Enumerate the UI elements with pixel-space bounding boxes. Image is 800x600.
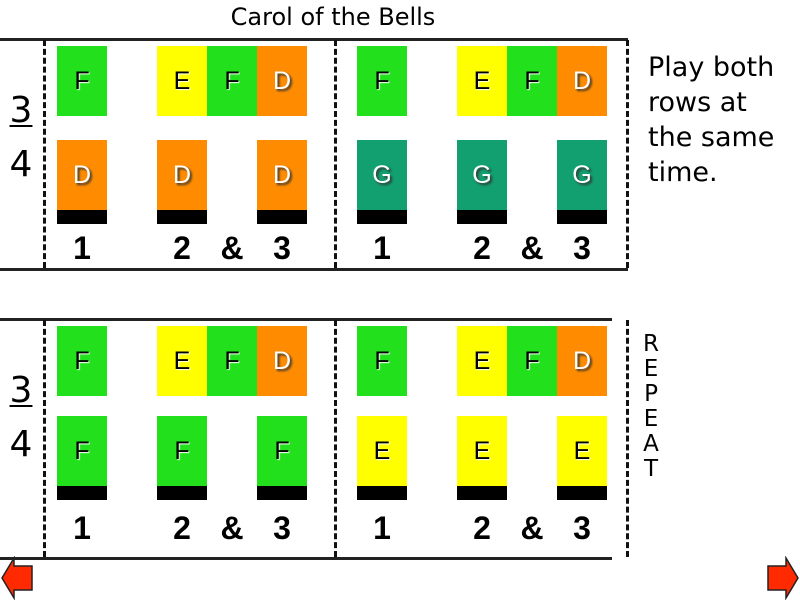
beat-bar — [257, 210, 307, 224]
beat-count: 1 — [373, 230, 391, 266]
beat-count: 1 — [373, 510, 391, 546]
note-block-E: E — [557, 416, 607, 486]
note-block-F: F — [207, 326, 257, 396]
note-block-D: D — [557, 326, 607, 396]
note-block-D: D — [157, 140, 207, 210]
beat-bar — [557, 210, 607, 224]
next-arrow-icon[interactable] — [764, 556, 800, 600]
note-block-E: E — [457, 416, 507, 486]
measure-divider — [334, 320, 337, 557]
note-block-E: E — [157, 326, 207, 396]
repeat-letter: E — [643, 406, 659, 432]
beat-count: 3 — [273, 230, 291, 266]
beat-count: 2 — [173, 510, 191, 546]
beat-bar — [157, 210, 207, 224]
repeat-letter: T — [643, 456, 659, 482]
beat-bar — [57, 486, 107, 500]
staff-bottom-line — [0, 268, 628, 271]
note-block-F: F — [207, 46, 257, 116]
note-block-G: G — [457, 140, 507, 210]
beat-count: 3 — [573, 510, 591, 546]
beat-bar — [457, 486, 507, 500]
instructions-text: Play both rows at the same time. — [648, 52, 775, 188]
note-block-F: F — [357, 46, 407, 116]
measure-divider — [334, 40, 337, 268]
note-block-F: F — [507, 46, 557, 116]
beat-count: 2 — [473, 510, 491, 546]
note-block-G: G — [557, 140, 607, 210]
measure-divider — [626, 40, 629, 268]
note-block-F: F — [57, 416, 107, 486]
staff-top-line — [0, 38, 628, 41]
note-block-F: F — [157, 416, 207, 486]
beat-count: 3 — [273, 510, 291, 546]
note-block-D: D — [557, 46, 607, 116]
beat-count: & — [520, 510, 544, 546]
measure-divider — [43, 40, 46, 268]
staff-bottom-line — [0, 557, 612, 560]
time-signature-top: 3 — [9, 370, 33, 411]
beat-count: & — [520, 230, 544, 266]
beat-bar — [257, 486, 307, 500]
beat-bar — [157, 486, 207, 500]
measure-divider — [43, 320, 46, 557]
repeat-letter: E — [643, 356, 659, 382]
note-block-E: E — [157, 46, 207, 116]
beat-bar — [557, 486, 607, 500]
page-title: Carol of the Bells — [230, 3, 436, 31]
beat-count: 1 — [73, 510, 91, 546]
note-block-D: D — [257, 326, 307, 396]
note-block-F: F — [57, 46, 107, 116]
beat-bar — [357, 210, 407, 224]
note-block-G: G — [357, 140, 407, 210]
note-block-E: E — [357, 416, 407, 486]
measure-divider — [626, 320, 629, 557]
repeat-letter: A — [643, 431, 659, 457]
note-block-D: D — [257, 46, 307, 116]
beat-count: & — [220, 510, 244, 546]
repeat-letter: R — [643, 331, 659, 357]
beat-bar — [57, 210, 107, 224]
note-block-F: F — [357, 326, 407, 396]
note-block-E: E — [457, 326, 507, 396]
note-block-F: F — [257, 416, 307, 486]
beat-count: & — [220, 230, 244, 266]
note-block-F: F — [57, 326, 107, 396]
beat-bar — [457, 210, 507, 224]
beat-count: 1 — [73, 230, 91, 266]
note-block-F: F — [507, 326, 557, 396]
beat-count: 3 — [573, 230, 591, 266]
note-block-D: D — [257, 140, 307, 210]
time-signature-bottom: 4 — [9, 424, 33, 465]
note-block-D: D — [57, 140, 107, 210]
note-block-E: E — [457, 46, 507, 116]
repeat-letter: P — [644, 381, 658, 407]
time-signature-top: 3 — [9, 90, 33, 131]
time-signature-bottom: 4 — [9, 144, 33, 185]
staff-top-line — [0, 318, 612, 321]
beat-count: 2 — [173, 230, 191, 266]
beat-count: 2 — [473, 230, 491, 266]
beat-bar — [357, 486, 407, 500]
prev-arrow-icon[interactable] — [0, 556, 36, 600]
